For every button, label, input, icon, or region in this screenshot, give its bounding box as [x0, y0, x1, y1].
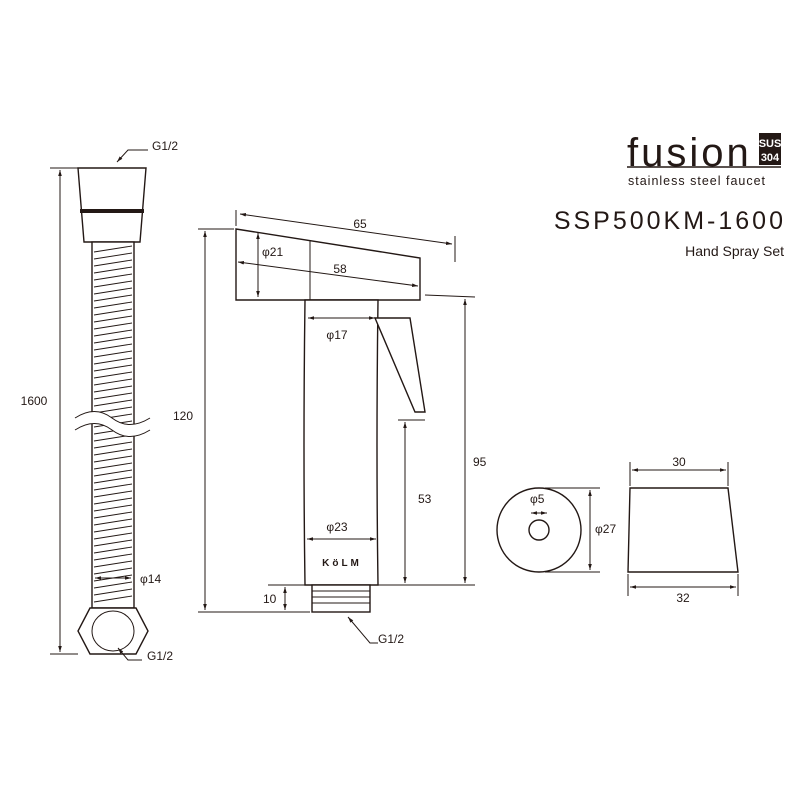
hose: 1600 φ14 G1/2 G1/2: [21, 139, 179, 663]
hose-winding: [93, 497, 133, 505]
hose-winding: [93, 280, 133, 288]
hose-winding: [93, 245, 133, 253]
hose-winding: [93, 301, 133, 309]
thread-length-label: 10: [263, 592, 277, 606]
hose-winding: [93, 532, 133, 540]
badge-bottom: 304: [761, 152, 780, 164]
hose-winding: [93, 329, 133, 337]
hose-winding: [93, 567, 133, 575]
hose-winding: [93, 588, 133, 596]
model-number: SSP500KM-1600: [554, 207, 786, 235]
hose-winding: [93, 504, 133, 512]
hose-winding: [93, 343, 133, 351]
neck-diameter-label: φ17: [326, 328, 347, 342]
kolm-logo: KöLM: [322, 558, 362, 569]
hose-winding: [93, 560, 133, 568]
hose-winding: [93, 546, 133, 554]
hose-winding: [93, 518, 133, 526]
head-diameter-label: φ21: [262, 245, 283, 259]
hose-winding: [93, 553, 133, 561]
hose-winding: [93, 266, 133, 274]
hose-winding: [93, 483, 133, 491]
hose-winding: [93, 364, 133, 372]
hose-winding: [93, 252, 133, 260]
brand-logo: fusion SUS 304 stainless steel faucet: [627, 131, 781, 188]
hole-diameter-label: φ5: [530, 492, 545, 506]
hose-thread-bottom-label: G1/2: [147, 649, 173, 663]
hose-winding: [93, 273, 133, 281]
hose-winding: [93, 462, 133, 470]
hose-winding: [93, 399, 133, 407]
hose-winding: [93, 336, 133, 344]
width-top-label: 65: [353, 217, 367, 231]
hose-diameter-label: φ14: [140, 572, 161, 586]
badge-top: SUS: [759, 138, 782, 150]
holder: φ5 φ27 30 32: [496, 455, 739, 605]
hose-winding: [93, 525, 133, 533]
hose-winding: [93, 308, 133, 316]
brand-name: fusion: [627, 131, 752, 175]
hose-nut: [77, 607, 149, 655]
hose-winding: [93, 476, 133, 484]
hose-winding: [93, 357, 133, 365]
hand-spray: KöLM 65 φ21 58 φ17 120 53 95 φ23 10 G1/2: [173, 210, 487, 646]
hose-winding: [93, 581, 133, 589]
hose-winding: [93, 392, 133, 400]
sus-badge: [759, 133, 781, 165]
height-label: 120: [173, 409, 193, 423]
holder-diameter-label: φ27: [595, 522, 616, 536]
hose-winding: [93, 490, 133, 498]
hose-winding: [93, 371, 133, 379]
hose-winding: [93, 259, 133, 267]
total-height-label: 95: [473, 455, 487, 469]
base-diameter-label: φ23: [326, 520, 347, 534]
brand-tagline: stainless steel faucet: [628, 174, 766, 188]
hose-winding: [93, 539, 133, 547]
hose-winding: [93, 350, 133, 358]
hose-winding: [93, 294, 133, 302]
product-name: Hand Spray Set: [685, 243, 784, 259]
hose-winding: [93, 385, 133, 393]
hose-winding: [93, 448, 133, 456]
hose-winding: [93, 511, 133, 519]
hose-winding: [93, 378, 133, 386]
hose-winding: [93, 595, 133, 603]
top-width-label: 30: [672, 455, 686, 469]
spray-thread-label: G1/2: [378, 632, 404, 646]
hose-winding: [93, 322, 133, 330]
bottom-width-label: 32: [676, 591, 690, 605]
hose-length-label: 1600: [21, 394, 48, 408]
hose-winding: [93, 315, 133, 323]
hose-winding: [93, 469, 133, 477]
hose-winding: [93, 287, 133, 295]
head-length-label: 58: [333, 262, 347, 276]
hose-winding: [93, 455, 133, 463]
hose-thread-top-label: G1/2: [152, 139, 178, 153]
lever: [373, 317, 426, 413]
hose-winding: [93, 441, 133, 449]
lever-height-label: 53: [418, 492, 432, 506]
